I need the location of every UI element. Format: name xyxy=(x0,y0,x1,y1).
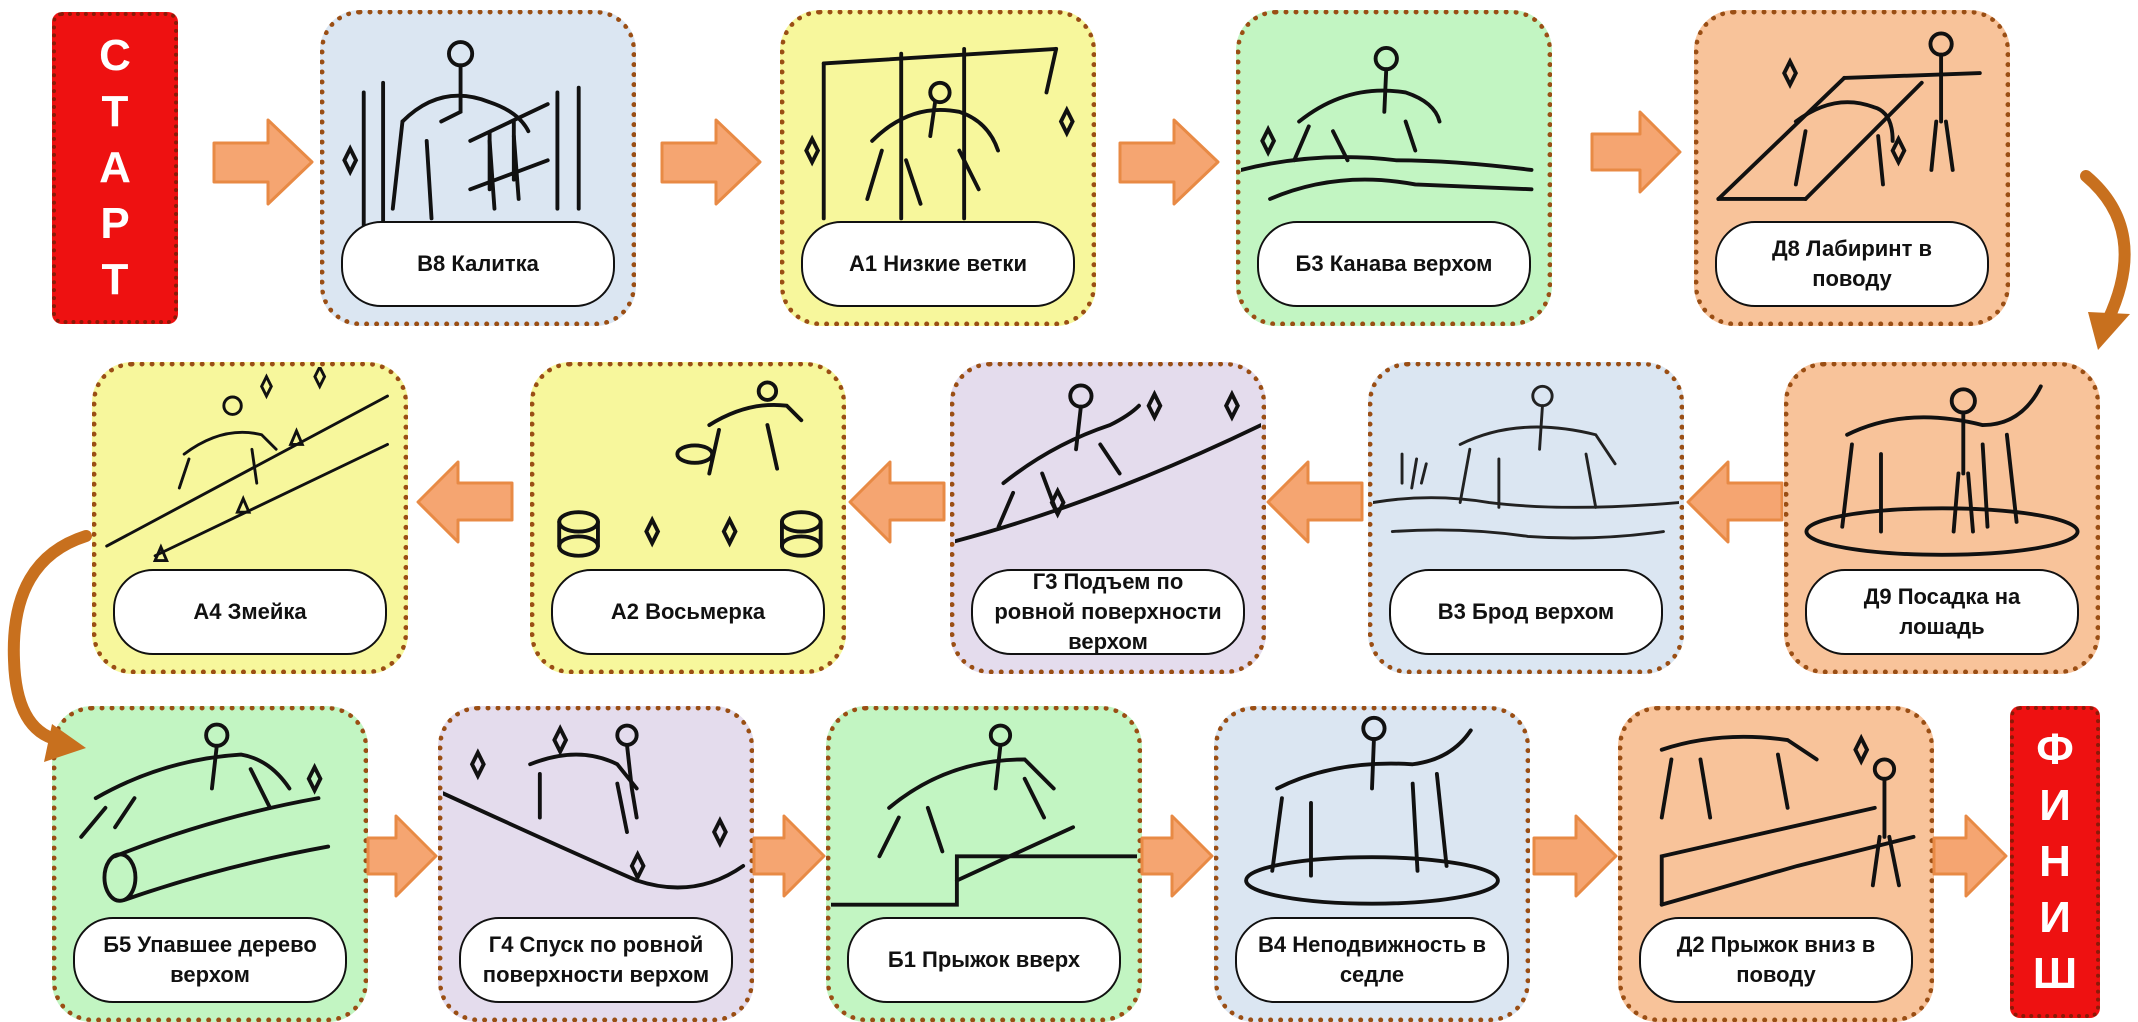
curved-arrow-right-icon xyxy=(2080,170,2131,326)
station-card-uphill[interactable]: Г3 Подъем по ровной поверхности верхом xyxy=(950,362,1266,674)
finish-block: Ф И Н И Ш xyxy=(2010,706,2100,1018)
labyrinth-sketch xyxy=(1716,31,1982,201)
arrow-right-icon xyxy=(366,814,438,898)
figure-eight-sketch xyxy=(557,380,823,558)
arrow-right-icon xyxy=(1932,814,2008,898)
arrow-right-icon xyxy=(1532,814,1618,898)
station-label: А2 Восьмерка xyxy=(551,569,825,655)
ditch-sketch xyxy=(1241,45,1534,201)
station-label: Б1 Прыжок вверх xyxy=(847,917,1121,1003)
downhill-sketch xyxy=(443,723,746,890)
start-letter: С xyxy=(99,31,131,80)
curved-arrowhead-icon xyxy=(2088,312,2130,350)
station-label: Д8 Лабиринт в поводу xyxy=(1715,221,1989,307)
station-card-labyrinth[interactable]: Д8 Лабиринт в поводу xyxy=(1694,10,2010,326)
station-card-gate[interactable]: В8 Калитка xyxy=(320,10,636,326)
station-label: А1 Низкие ветки xyxy=(801,221,1075,307)
finish-letter: Н xyxy=(2039,837,2071,886)
arrow-right-icon xyxy=(1118,118,1220,206)
start-block: С Т А Р Т xyxy=(52,12,178,324)
arrow-right-icon xyxy=(1140,814,1214,898)
station-label: А4 Змейка xyxy=(113,569,387,655)
jump-up-sketch xyxy=(831,723,1137,907)
gate-sketch xyxy=(342,40,581,230)
station-card-fallen-tree[interactable]: Б5 Упавшее дерево верхом xyxy=(52,706,368,1022)
station-card-figure-eight[interactable]: А2 Восьмерка xyxy=(530,362,846,674)
arrow-right-icon xyxy=(660,118,762,206)
start-letter: Р xyxy=(100,199,130,248)
arrow-right-icon xyxy=(1590,110,1682,194)
station-label: В3 Брод верхом xyxy=(1389,569,1663,655)
station-label: В8 Калитка xyxy=(341,221,615,307)
start-letter: А xyxy=(99,143,131,192)
station-card-branches[interactable]: А1 Низкие ветки xyxy=(780,10,1096,326)
finish-letter: И xyxy=(2039,893,2071,942)
fallen-tree-sketch xyxy=(79,722,331,903)
start-letter: Т xyxy=(101,87,129,136)
station-card-ford[interactable]: В3 Брод верхом xyxy=(1368,362,1684,674)
mounting-sketch xyxy=(1804,384,2080,557)
station-label: В4 Неподвижность в седле xyxy=(1235,917,1509,1003)
finish-letter: Ш xyxy=(2032,949,2078,998)
station-card-downhill[interactable]: Г4 Спуск по ровной поверхности верхом xyxy=(438,706,754,1022)
station-card-jump-down[interactable]: Д2 Прыжок вниз в поводу xyxy=(1618,706,1934,1022)
ford-sketch xyxy=(1373,384,1679,540)
arrow-left-icon xyxy=(416,460,514,544)
branches-sketch xyxy=(804,46,1075,221)
arrow-left-icon xyxy=(1266,460,1364,544)
station-label: Г3 Подъем по ровной поверхности верхом xyxy=(971,569,1245,655)
station-card-jump-up[interactable]: Б1 Прыжок вверх xyxy=(826,706,1142,1022)
station-card-mounting[interactable]: Д9 Посадка на лошадь xyxy=(1784,362,2100,674)
start-letter: Т xyxy=(101,255,129,304)
finish-letter: Ф xyxy=(2036,725,2074,774)
stillness-sketch xyxy=(1244,715,1500,906)
arrow-left-icon xyxy=(1686,460,1784,544)
station-label: Г4 Спуск по ровной поверхности верхом xyxy=(459,917,733,1003)
jump-down-sketch xyxy=(1659,733,1916,907)
station-card-ditch[interactable]: Б3 Канава верхом xyxy=(1236,10,1552,326)
uphill-sketch xyxy=(955,383,1261,544)
station-label: Д9 Посадка на лошадь xyxy=(1805,569,2079,655)
station-card-slalom[interactable]: А4 Змейка xyxy=(92,362,408,674)
finish-letter: И xyxy=(2039,781,2071,830)
station-label: Д2 Прыжок вниз в поводу xyxy=(1639,917,1913,1003)
station-label: Б5 Упавшее дерево верхом xyxy=(73,917,347,1003)
station-card-stillness[interactable]: В4 Неподвижность в седле xyxy=(1214,706,1530,1022)
arrow-right-icon xyxy=(212,118,314,206)
arrow-right-icon xyxy=(752,814,826,898)
slalom-sketch xyxy=(105,367,389,563)
arrow-left-icon xyxy=(848,460,946,544)
station-label: Б3 Канава верхом xyxy=(1257,221,1531,307)
